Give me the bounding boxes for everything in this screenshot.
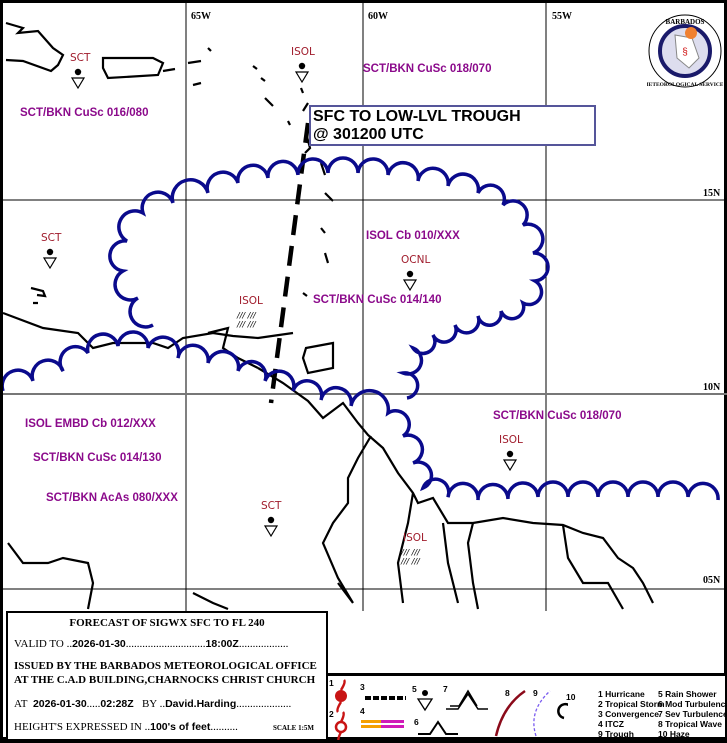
valid-time: 18:00Z [205,638,239,650]
intensity-label: ISOL [239,295,263,307]
height-units: 100's of feet [150,721,211,733]
hurricane-icon [335,679,347,713]
shower-symbols [42,62,518,538]
map-layer [3,3,727,611]
trough-annotation-box: SFC TO LOW-LVL TROUGH @ 301200 UTC [309,105,596,146]
valid-to-row: VALID TO ..2026-01-30...................… [14,638,289,650]
cloud-label: SCT/BKN CuSc 014/130 [33,452,162,464]
legend-item: 6 Mod Turbulence [658,699,727,709]
barbados-met-services-logo: § BARBADOS METEOROLOGICAL SERVICES [643,13,727,89]
intensity-label: OCNL [401,254,431,266]
cloud-label: ISOL EMBD Cb 012/XXX [25,418,156,430]
legend-number: 10 [566,692,576,702]
cloud-label: SCT/BKN CuSc 016/080 [20,107,149,119]
trough-annotation-line2: @ 301200 UTC [313,126,424,143]
cloud-label: SCT/BKN CuSc 014/140 [313,294,442,306]
grid-label-05n: 05N [701,575,723,586]
intensity-label: SCT [70,52,91,64]
legend-number: 3 [360,682,365,692]
gridlines [3,3,727,611]
legend-number: 9 [533,688,538,698]
issued-time: 02:28Z [100,698,134,710]
cloud-label: ISOL Cb 010/XXX [366,230,460,242]
haze-icon [557,702,568,720]
at-label: AT [14,698,28,710]
forecast-info-box: FORECAST OF SIGWX SFC TO FL 240 VALID TO… [6,611,328,741]
cloud-area-boundary-south [3,330,720,501]
svg-text:§: § [682,47,688,58]
intensity-label: ISOL [403,532,427,544]
itcz-icon [361,720,404,728]
valid-label: VALID TO [14,638,64,650]
legend-item: 5 Rain Shower [658,689,717,699]
moderate-turbulence-icon [418,720,458,735]
turbulence-hatch: /// /// /// /// [237,311,256,329]
intensity-label: ISOL [291,46,315,58]
rain-shower-icon [402,270,418,292]
cloud-label: SCT/BKN CuSc 018/070 [493,410,622,422]
legend-number: 6 [414,717,419,727]
forecaster-name: David.Harding [165,698,237,710]
cloud-label: SCT/BKN AcAs 080/XXX [46,492,178,504]
cloud-area-boundary-north [108,156,550,400]
legend-item: 4 ITCZ [598,719,624,729]
rain-shower-icon [294,62,310,84]
severe-turbulence-icon [446,689,488,710]
issued-by-line1: ISSUED BY THE BARBADOS METEOROLOGICAL OF… [14,660,317,672]
legend-item: 7 Sev Turbulence [658,709,727,719]
svg-text:BARBADOS: BARBADOS [666,18,705,26]
valid-date: 2026-01-30 [72,638,126,650]
turbulence-hatch: /// /// /// /// [401,548,420,566]
legend-number: 7 [443,684,448,694]
intensity-label: ISOL [499,434,523,446]
tropical-storm-icon [334,711,348,740]
intensity-label: SCT [41,232,62,244]
rain-shower-icon [263,516,279,538]
legend-symbols [334,679,568,740]
cloud-label: SCT/BKN CuSc 018/070 [363,63,492,75]
legend-item: 1 Hurricane [598,689,645,699]
trough-annotation-line1: SFC TO LOW-LVL TROUGH [313,108,521,125]
tropical-wave-icon [494,689,526,737]
grid-label-55w: 55W [550,11,574,22]
by-label: BY [141,698,157,710]
legend-number: 1 [329,678,334,688]
legend-item: 2 Tropical Storm [598,699,665,709]
legend-number: 5 [412,684,417,694]
intensity-label: SCT [261,500,282,512]
rain-shower-icon [42,248,58,270]
symbol-legend: 1 2 3 4 5 6 7 8 9 10 1 Hurricane 2 Tropi… [328,673,727,740]
grid-label-65w: 65W [189,11,213,22]
grid-label-15n: 15N [701,188,723,199]
legend-item: 8 Tropical Wave [658,719,722,729]
legend-item: 3 Convergence [598,709,659,719]
height-label: HEIGHT'S EXPRESSED IN [14,721,142,733]
issued-at-row: AT 2026-01-30.....02:28Z BY ..David.Hard… [14,698,292,710]
legend-item: 10 Haze [658,729,690,739]
issued-date: 2026-01-30 [32,698,87,710]
legend-item: 9 Trough [598,729,634,739]
coastlines [3,21,654,611]
rain-shower-icon [502,450,518,472]
svg-text:METEOROLOGICAL SERVICES: METEOROLOGICAL SERVICES [647,82,723,88]
legend-number: 4 [360,706,365,716]
rain-shower-icon [416,690,434,712]
map-scale: SCALE 1:5M [273,724,315,732]
legend-number: 8 [505,688,510,698]
issued-by-line2: AT THE C.A.D BUILDING,CHARNOCKS CHRIST C… [14,674,316,686]
grid-label-60w: 60W [366,11,390,22]
legend-number: 2 [329,709,334,719]
surface-trough-line [268,122,311,404]
height-units-row: HEIGHT'S EXPRESSED IN ..100's of feet...… [14,721,238,733]
trough-icon [533,690,551,737]
rain-shower-icon [70,68,86,90]
forecast-title: FORECAST OF SIGWX SFC TO FL 240 [69,617,265,629]
grid-label-10n: 10N [701,382,723,393]
